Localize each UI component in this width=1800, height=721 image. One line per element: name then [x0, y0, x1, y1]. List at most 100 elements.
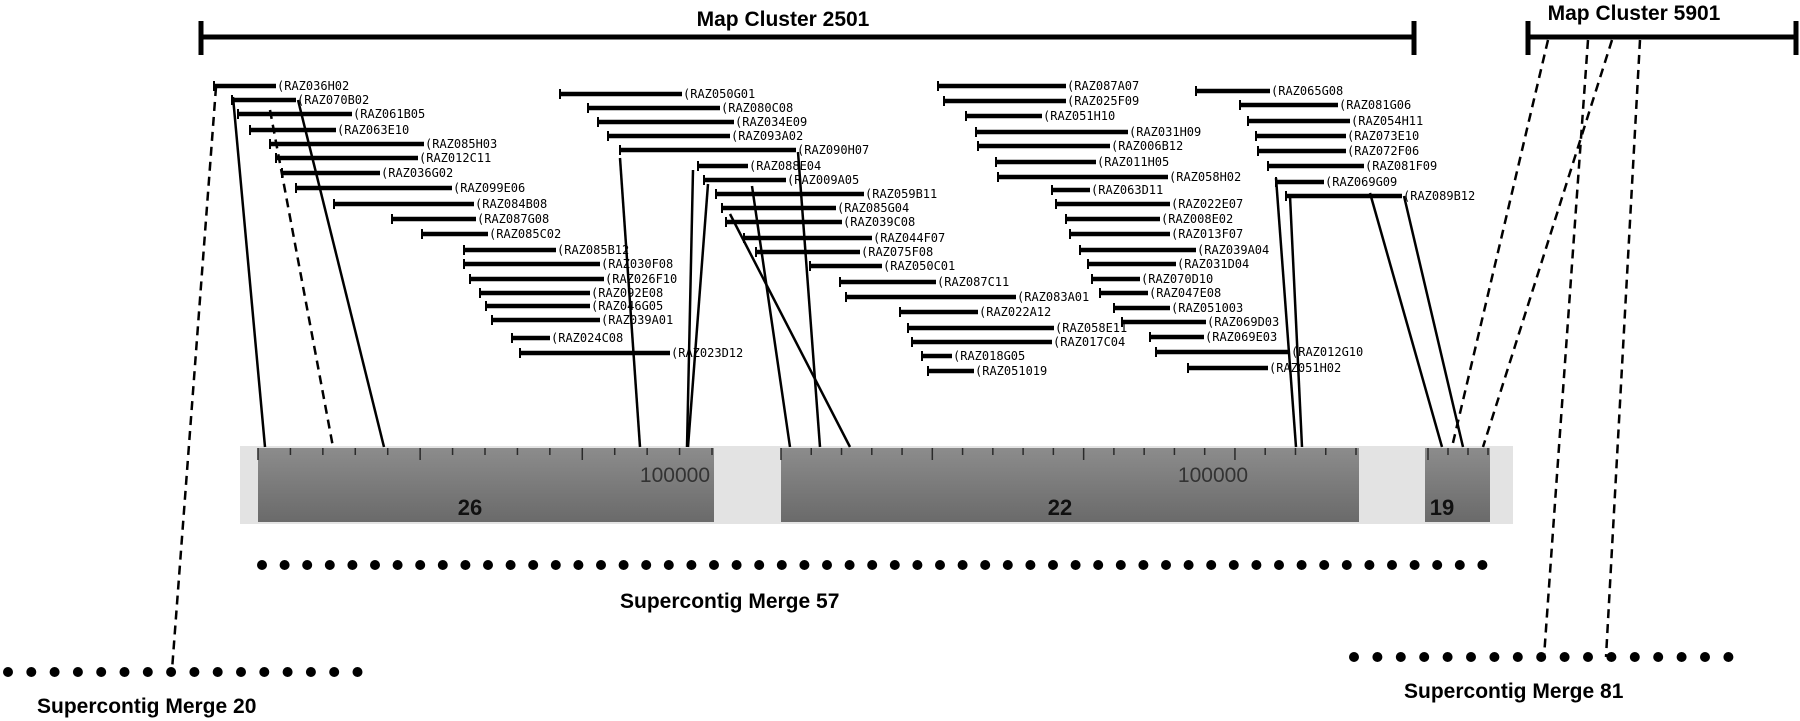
clone-bar-raz092e08: (RAZ092E08	[479, 286, 663, 300]
clone-bar-raz090h07: (RAZ090H07	[619, 143, 869, 157]
clone-label: (RAZ046G05	[591, 299, 663, 313]
clone-label: (RAZ069G09	[1325, 175, 1397, 189]
supercontig-dot	[1536, 652, 1547, 662]
clone-label: (RAZ069D03	[1207, 315, 1279, 329]
clone-label: (RAZ012C11	[419, 151, 491, 165]
contig-block-26	[258, 448, 714, 522]
clone-label: (RAZ081F09	[1365, 159, 1437, 173]
clone-label: (RAZ023D12	[671, 346, 743, 360]
clone-bar-raz039c08: (RAZ039C08	[725, 215, 915, 229]
clone-label: (RAZ022E07	[1171, 197, 1243, 211]
clone-bar-raz036g02: (RAZ036G02	[281, 166, 453, 180]
contig-block-22	[781, 448, 1359, 522]
clone-bar-raz044f07: (RAZ044F07	[743, 231, 945, 245]
connector-line	[685, 169, 695, 448]
supercontig-dot	[329, 667, 340, 677]
clone-label: (RAZ093A02	[731, 129, 803, 143]
supercontig-dot	[279, 560, 290, 570]
clone-bar-raz046g05: (RAZ046G05	[485, 299, 663, 313]
connector-line	[231, 96, 267, 448]
supercontig-dot	[1319, 560, 1330, 570]
supercontig-dot	[1025, 560, 1036, 570]
clone-label: (RAZ047E08	[1149, 286, 1221, 300]
clone-bar-raz058h02: (RAZ058H02	[997, 170, 1241, 184]
clone-label: (RAZ011H05	[1097, 155, 1169, 169]
contig-position-label: 100000	[1178, 464, 1248, 487]
clone-label: (RAZ051H02	[1269, 361, 1341, 375]
supercontig-dot	[236, 667, 246, 677]
clone-label: (RAZ087G08	[477, 212, 549, 226]
supercontig-dot	[1512, 652, 1523, 662]
supercontig-dot	[1559, 652, 1570, 662]
clone-label: (RAZ070B02	[297, 93, 369, 107]
clone-bar-raz093a02: (RAZ093A02	[607, 129, 803, 143]
dashed-connector-line	[170, 86, 218, 671]
map-cluster-5901: Map Cluster 5901	[1525, 2, 1799, 55]
supercontig-dot	[257, 560, 267, 570]
supercontig-dot	[596, 560, 606, 570]
clone-bar-raz017c04: (RAZ017C04	[911, 335, 1125, 349]
supercontig-merge-57: Supercontig Merge 57	[257, 560, 1488, 613]
clone-label: (RAZ058H02	[1169, 170, 1241, 184]
clone-label: (RAZ009A05	[787, 173, 859, 187]
clone-label: (RAZ080C08	[721, 101, 793, 115]
supercontig-dot	[1372, 652, 1383, 662]
supercontig-dot	[889, 560, 900, 570]
clone-label: (RAZ022A12	[979, 305, 1051, 319]
supercontig-dot	[1387, 560, 1397, 570]
contig-number-label: 22	[1048, 495, 1072, 520]
supercontig-dot	[663, 560, 674, 570]
clone-bar-raz050c01: (RAZ050C01	[809, 259, 955, 273]
clone-bar-raz063e10: (RAZ063E10	[249, 123, 409, 137]
clone-bar-raz022a12: (RAZ022A12	[899, 305, 1051, 319]
supercontig-dot	[1432, 560, 1443, 570]
clone-bar-raz012g10: (RAZ012G10	[1155, 345, 1363, 359]
clone-bar-raz061b05: (RAZ061B05	[237, 107, 425, 121]
clone-label: (RAZ051H10	[1043, 109, 1115, 123]
clone-bar-raz081g06: (RAZ081G06	[1239, 98, 1411, 112]
supercontig-dot	[1341, 560, 1352, 570]
clone-label: (RAZ030F08	[601, 257, 673, 271]
connector-line	[750, 185, 792, 448]
supercontig-dot	[324, 560, 335, 570]
dashed-connector-line	[1604, 39, 1642, 658]
clone-bar-raz063d11: (RAZ063D11	[1051, 183, 1163, 197]
supercontig-dot	[1161, 560, 1171, 570]
supercontig-dot	[1206, 560, 1217, 570]
supercontig-dot	[3, 667, 13, 677]
clone-bar-raz085h03: (RAZ085H03	[269, 137, 497, 151]
connector-line	[1402, 195, 1465, 448]
supercontig-dot	[867, 560, 878, 570]
clone-bar-raz050g01: (RAZ050G01	[559, 87, 755, 101]
clone-bar-raz039a01: (RAZ039A01	[491, 313, 673, 327]
clone-bar-raz058e11: (RAZ058E11	[907, 321, 1127, 335]
clone-label: (RAZ025F09	[1067, 94, 1139, 108]
clone-label: (RAZ075F08	[861, 245, 933, 259]
contig-track: 100000 100000 26 22 19	[240, 446, 1513, 524]
clone-label: (RAZ072F06	[1347, 144, 1419, 158]
clone-bar-raz087c11: (RAZ087C11	[839, 275, 1009, 289]
clone-bar-raz006b12: (RAZ006B12	[977, 139, 1183, 153]
supercontig-merge-20: Supercontig Merge 20	[3, 667, 363, 718]
clone-bar-raz087g08: (RAZ087G08	[391, 212, 549, 226]
map-cluster-label: Map Cluster 2501	[697, 8, 870, 31]
connector-line	[728, 213, 852, 448]
supercontig-dotted-line	[3, 667, 363, 677]
clone-label: (RAZ036G02	[381, 166, 453, 180]
connector-line	[1274, 177, 1298, 448]
clone-bar-raz083a01: (RAZ083A01	[845, 290, 1089, 304]
clone-label: (RAZ073E10	[1347, 129, 1419, 143]
clone-bar-raz034e09: (RAZ034E09	[597, 115, 807, 129]
connector-line	[1368, 192, 1444, 448]
clone-bar-raz065g08: (RAZ065G08	[1195, 84, 1343, 98]
supercontig-dot	[1349, 652, 1359, 662]
supercontig-dot	[731, 560, 742, 570]
clone-label: (RAZ089B12	[1403, 189, 1475, 203]
clone-bar-raz036h02: (RAZ036H02	[213, 79, 349, 93]
clone-label: (RAZ050G01	[683, 87, 755, 101]
clone-bar-raz023d12: (RAZ023D12	[519, 346, 743, 360]
clone-bar-raz059b11: (RAZ059B11	[715, 187, 937, 201]
clone-bar-raz051003: (RAZ051003	[1113, 301, 1243, 315]
supercontig-dot	[844, 560, 855, 570]
